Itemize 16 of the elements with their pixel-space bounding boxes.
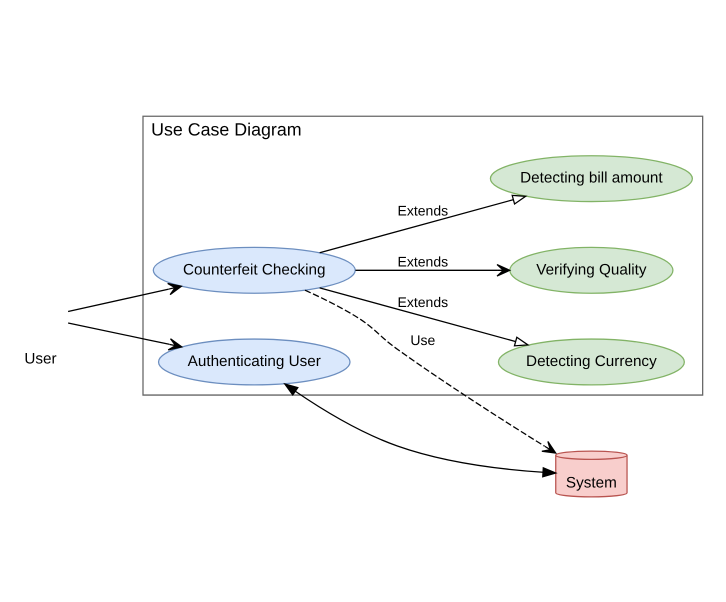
edge-label: Extends bbox=[398, 202, 448, 218]
node-ellipse: Verifying Quality bbox=[509, 246, 674, 294]
arrow bbox=[68, 322, 182, 350]
node-ellipse: Detecting Currency bbox=[498, 338, 685, 386]
arrow bbox=[319, 194, 528, 253]
edge-label: Use bbox=[410, 332, 436, 348]
arrow bbox=[68, 282, 182, 312]
node-ellipse: Detecting bill amount bbox=[490, 154, 693, 202]
edge-label: Extends bbox=[398, 252, 448, 269]
arrow bbox=[355, 263, 510, 276]
arrow bbox=[304, 289, 556, 454]
arrow bbox=[283, 382, 558, 478]
arrow bbox=[319, 286, 530, 346]
edge-label: Extends bbox=[398, 293, 448, 310]
node-text: User bbox=[24, 350, 57, 367]
node-ellipse: Counterfeit Checking bbox=[152, 246, 356, 294]
